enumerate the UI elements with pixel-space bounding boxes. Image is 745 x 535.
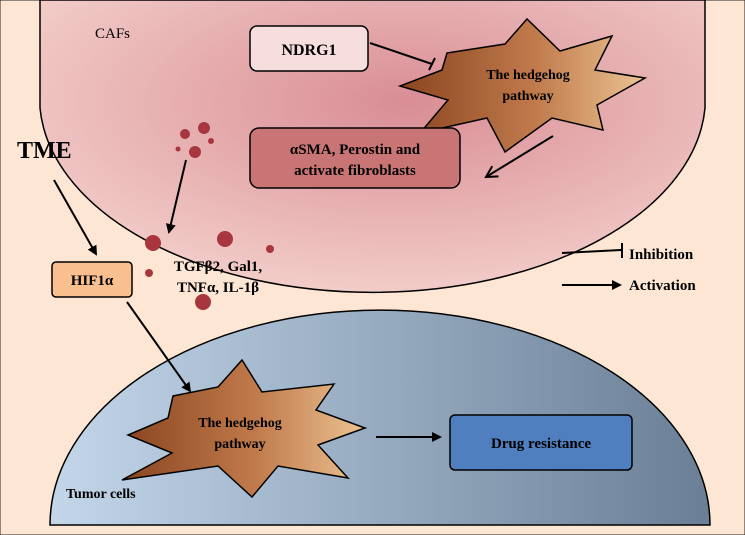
- legend: Inhibition Activation: [561, 243, 696, 294]
- hif1a-activation-arrow: [126, 301, 192, 393]
- tumor-cell: [49, 309, 711, 526]
- caf-hedgehog-label-2: pathway: [502, 89, 553, 104]
- ndrg1-box: [249, 25, 369, 72]
- secretion-arrow: [165, 159, 187, 234]
- tumor-hedgehog-star: [121, 358, 368, 499]
- tme-arrow: [53, 179, 97, 256]
- caf-label: CAFs: [95, 26, 130, 42]
- hif1a-box: [51, 261, 133, 298]
- cytokines-label-1: TGFβ2, Gal1,: [174, 259, 263, 275]
- tumor-hedgehog-label-1: The hedgehog: [198, 416, 282, 431]
- legend-activation-label: Activation: [629, 278, 696, 294]
- hif1a-label: HIF1α: [71, 273, 114, 289]
- caf-outcome-label-1: αSMA, Perostin and: [290, 142, 421, 158]
- cytokines-label-2: TNFα, IL-1β: [177, 280, 259, 296]
- tme-label: TME: [17, 138, 72, 164]
- drug-resistance-box: [449, 414, 633, 471]
- ndrg1-inhibition-line: [369, 42, 433, 65]
- secreted-factors-dots-upper: [175, 122, 214, 158]
- secreted-factors-dots-lower: [145, 231, 274, 310]
- caf-hedgehog-star: [397, 17, 648, 154]
- ndrg1-inhibition-bar: [428, 57, 436, 71]
- drug-resistance-label: Drug resistance: [491, 436, 591, 452]
- caf-hedgehog-label-1: The hedgehog: [486, 68, 570, 83]
- caf-hedgehog-activation-arrow: [486, 135, 554, 177]
- tumor-label: Tumor cells: [66, 487, 136, 502]
- tumor-hedgehog-label-2: pathway: [214, 437, 265, 452]
- caf-outcome-box: [249, 127, 461, 189]
- legend-inhibition-label: Inhibition: [629, 247, 694, 263]
- legend-inhibition-line: [561, 249, 622, 254]
- ndrg1-label: NDRG1: [281, 42, 336, 59]
- caf-outcome-label-2: activate fibroblasts: [294, 163, 416, 179]
